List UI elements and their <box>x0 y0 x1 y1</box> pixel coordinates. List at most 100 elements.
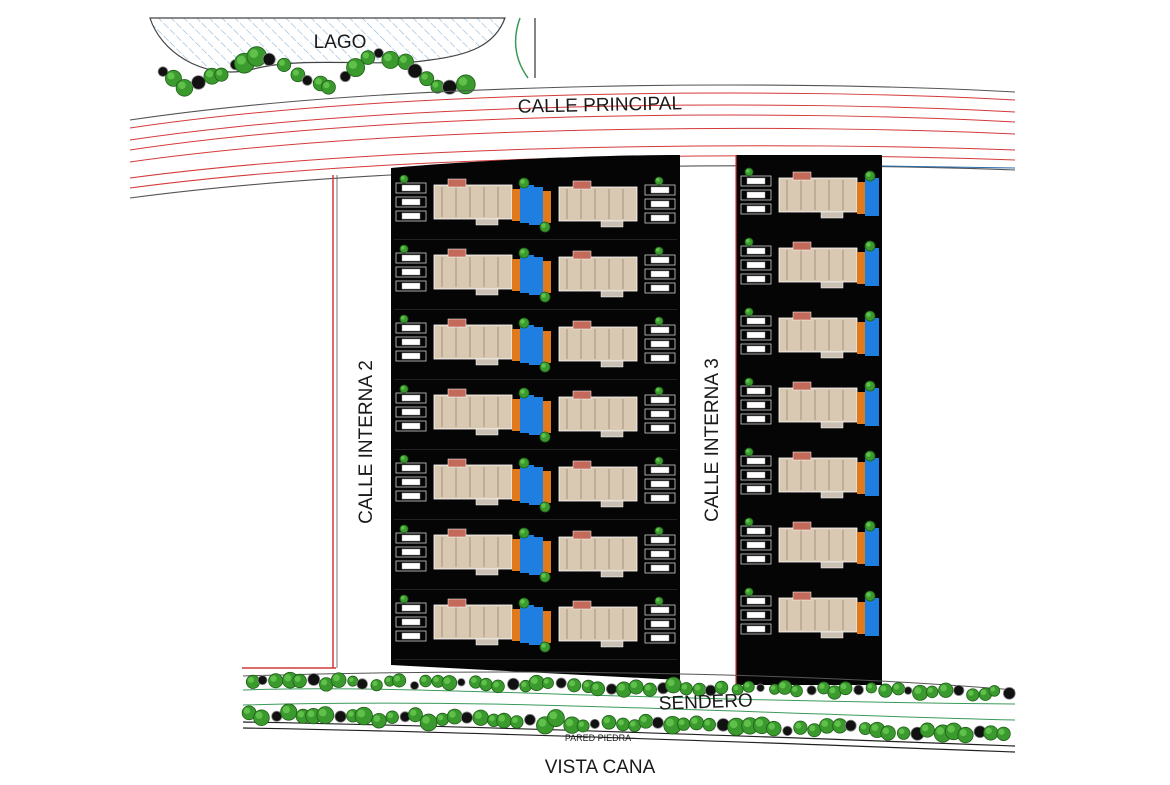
tree-icon <box>410 681 420 691</box>
tree-icon <box>370 679 383 692</box>
internal-street-2: CALLE INTERNA 2 <box>242 175 377 669</box>
internal-street-3-label: CALLE INTERNA 3 <box>702 358 723 522</box>
path-label: SENDERO <box>658 690 753 714</box>
tree-icon <box>966 688 980 702</box>
tree-icon <box>742 680 755 693</box>
tree-icon <box>541 677 554 690</box>
main-street-label: CALLE PRINCIPAL <box>517 93 682 117</box>
tree-icon <box>832 718 848 734</box>
tree-icon <box>953 684 965 696</box>
tree-icon <box>865 682 877 694</box>
tree-icon <box>399 524 409 534</box>
tree-icon <box>397 53 414 70</box>
tree-icon <box>472 709 489 726</box>
tree-icon <box>978 687 993 701</box>
lot-unit <box>740 237 879 289</box>
tree-icon <box>339 70 351 83</box>
tree-icon <box>214 67 229 82</box>
tree-icon <box>638 713 654 729</box>
tree-icon <box>245 674 261 689</box>
tree-icon <box>330 672 347 688</box>
tree-icon <box>654 246 664 256</box>
tree-icon <box>399 244 409 254</box>
tree-icon <box>864 240 876 252</box>
tree-icon <box>496 712 512 729</box>
tree-icon <box>807 723 822 738</box>
tree-icon <box>880 725 896 741</box>
tree-icon <box>727 717 746 736</box>
tree-icon <box>419 674 432 688</box>
tree-icon <box>290 67 306 83</box>
tree-icon <box>301 75 313 86</box>
tree-icon <box>539 641 551 653</box>
lake-label: LAGO <box>314 32 367 53</box>
tree-icon <box>518 177 530 189</box>
tree-icon <box>864 310 876 322</box>
trail-zone <box>242 671 1016 753</box>
tree-icon <box>518 247 530 259</box>
tree-icon <box>665 676 682 694</box>
tree-icon <box>399 314 409 324</box>
tree-icon <box>354 706 373 726</box>
tree-icon <box>983 725 999 741</box>
tree-icon <box>858 722 872 736</box>
lot-unit <box>740 587 879 639</box>
tree-icon <box>384 675 396 687</box>
tree-icon <box>744 377 754 387</box>
tree-icon <box>276 57 292 72</box>
tree-icon <box>292 673 307 689</box>
tree-icon <box>399 174 409 184</box>
tree-icon <box>280 703 298 721</box>
tree-icon <box>817 681 831 695</box>
tree-icon <box>878 683 893 698</box>
tree-icon <box>539 571 551 583</box>
tree-icon <box>419 71 435 87</box>
tree-icon <box>744 517 754 527</box>
tree-icon <box>539 291 551 303</box>
tree-icon <box>903 686 913 695</box>
tree-icon <box>777 680 793 695</box>
tree-icon <box>864 380 876 392</box>
tree-icon <box>744 167 754 177</box>
area-name-label: VISTA CANA <box>545 757 656 778</box>
tree-icon <box>262 52 276 66</box>
tree-icon <box>319 677 334 692</box>
tree-icon <box>896 726 911 740</box>
tree-icon <box>307 673 321 686</box>
tree-icon <box>399 594 409 604</box>
tree-icon <box>919 722 935 738</box>
tree-icon <box>654 596 664 606</box>
tree-icon <box>601 715 617 730</box>
tree-icon <box>268 673 284 689</box>
tree-icon <box>469 675 483 689</box>
lot-unit <box>395 174 534 226</box>
tree-icon <box>334 710 347 723</box>
tree-icon <box>744 237 754 247</box>
tree-icon <box>157 66 169 77</box>
tree-icon <box>676 717 691 731</box>
tree-icon <box>257 675 268 686</box>
tree-icon <box>589 718 600 729</box>
tree-icon <box>654 526 664 536</box>
tree-icon <box>844 719 857 732</box>
tree-icon <box>419 713 438 732</box>
tree-icon <box>864 170 876 182</box>
tree-icon <box>679 682 693 696</box>
tree-icon <box>692 682 707 697</box>
tree-icon <box>864 520 876 532</box>
tree-icon <box>539 361 551 373</box>
west-residential-block <box>391 155 680 680</box>
tree-icon <box>507 677 520 691</box>
tree-icon <box>347 675 359 687</box>
internal-street-3: CALLE INTERNA 3 <box>702 358 723 522</box>
tree-icon <box>539 501 551 513</box>
tree-icon <box>605 683 618 695</box>
tree-icon <box>539 221 551 233</box>
tree-icon <box>731 683 744 696</box>
tree-icon <box>654 176 664 186</box>
tree-icon <box>253 709 270 726</box>
tree-icon <box>891 682 906 696</box>
lot-unit <box>740 377 879 429</box>
lot-unit <box>529 526 676 578</box>
tree-icon <box>460 711 473 724</box>
